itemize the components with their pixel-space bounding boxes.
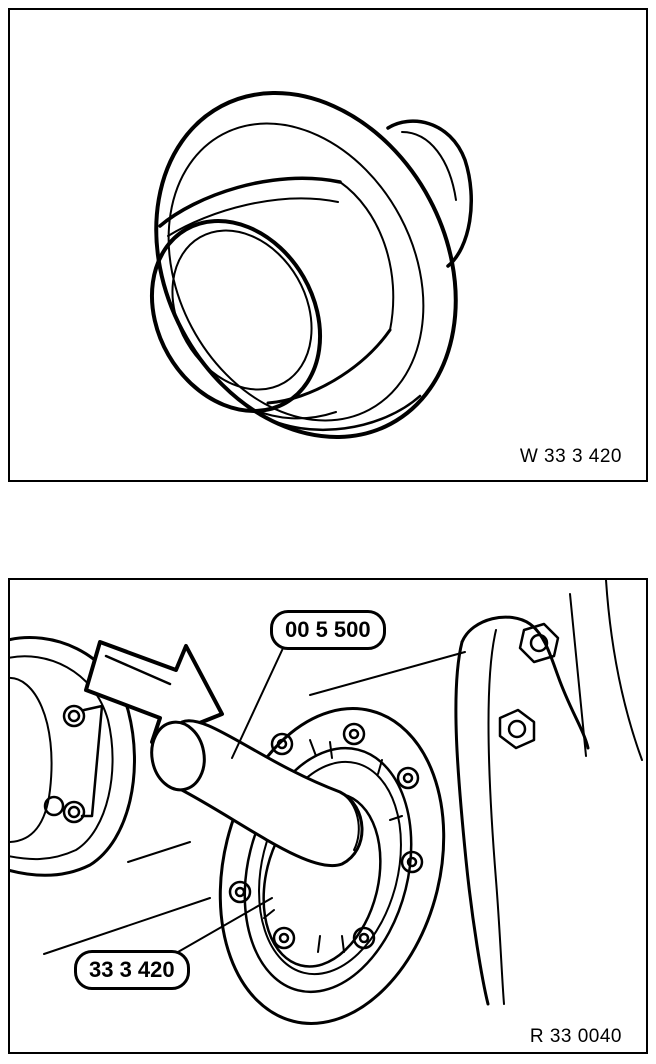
special-tool-illustration [149, 91, 473, 439]
flange-bolts [228, 722, 424, 950]
flange-ring-outer [154, 91, 458, 439]
leader-part [177, 897, 273, 953]
front-face [149, 219, 323, 413]
callout-drift-tool: 00 5 500 [270, 610, 386, 650]
drift-tool [176, 719, 364, 868]
callout-seal-tool: 33 3 420 [74, 950, 190, 990]
rear-boss [386, 119, 473, 268]
differential-flange [218, 707, 446, 1025]
mounting-bracket [460, 615, 590, 750]
flange-ring-inner [167, 122, 425, 422]
figure-reference-number: W 33 3 420 [519, 446, 622, 467]
propshaft-flange [10, 636, 136, 877]
installation-illustration [10, 580, 643, 1025]
bracket-bolts [498, 622, 560, 750]
figure-installation: 00 5 500 33 3 420 R 33 0040 [8, 578, 648, 1054]
figure-special-tool: W 33 3 420 [8, 8, 648, 482]
left-bolts [43, 704, 104, 824]
drift-tool-end [150, 720, 206, 792]
leader-tool [231, 645, 285, 759]
figure-reference-number: R 33 0040 [529, 1026, 622, 1047]
cylinder-body [158, 176, 342, 228]
